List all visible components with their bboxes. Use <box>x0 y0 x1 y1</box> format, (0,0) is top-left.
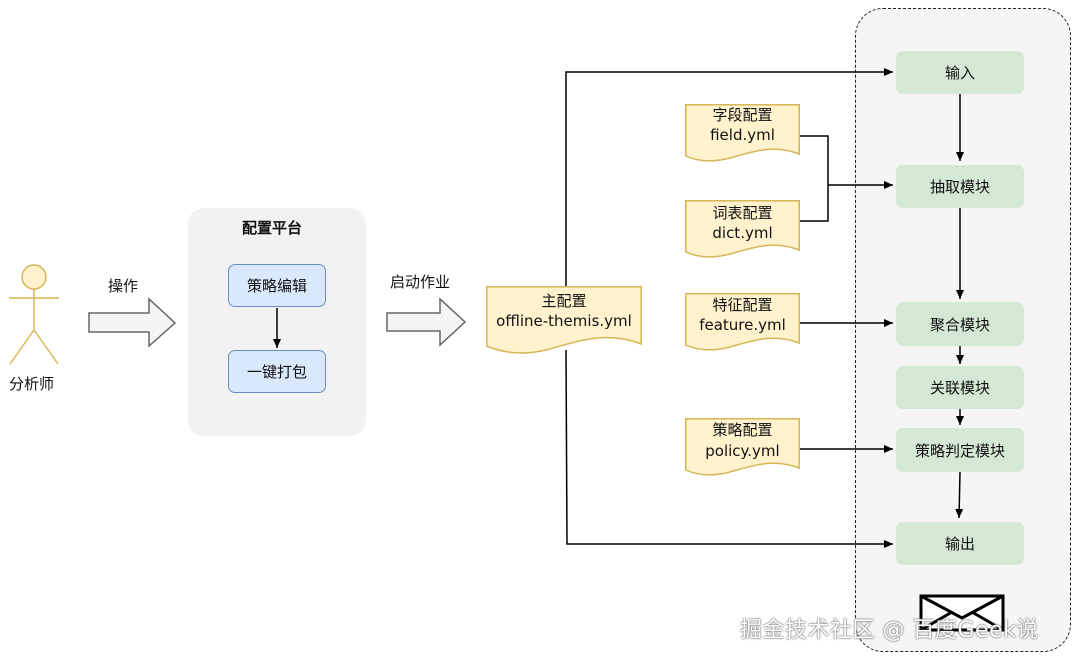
analyst-actor-icon <box>9 264 59 365</box>
start-job-block-arrow <box>386 297 467 347</box>
main-to-output-arrow <box>565 349 893 548</box>
feature-config-doc: 特征配置 feature.yml <box>685 293 800 351</box>
main-config-file: offline-themis.yml <box>496 312 632 330</box>
main-config-title: 主配置 <box>541 292 587 310</box>
extract-module: 抽取模块 <box>896 165 1024 208</box>
watermark: 掘金技术社区 @ 百度Geek说 <box>740 618 1039 643</box>
associate-module: 关联模块 <box>896 366 1024 409</box>
input-module: 输入 <box>896 51 1024 94</box>
feature-config-file: feature.yml <box>699 316 786 334</box>
strategy-edit-button[interactable]: 策略编辑 <box>228 264 326 307</box>
main-to-input-arrow <box>565 68 893 286</box>
start-job-label: 启动作业 <box>390 273 451 291</box>
actor-label: 分析师 <box>9 375 55 393</box>
platform-title: 配置平台 <box>242 219 303 237</box>
dict-config-title: 词表配置 <box>712 204 773 222</box>
output-module: 输出 <box>896 522 1024 565</box>
one-click-pack-button[interactable]: 一键打包 <box>228 350 326 393</box>
main-config-doc: 主配置 offline-themis.yml <box>486 286 642 354</box>
operate-block-arrow <box>88 297 177 348</box>
policy-config-title: 策略配置 <box>712 421 773 439</box>
feature-config-title: 特征配置 <box>712 296 773 314</box>
dict-config-file: dict.yml <box>712 224 773 242</box>
field-config-title: 字段配置 <box>712 106 773 124</box>
policy-config-file: policy.yml <box>705 442 780 460</box>
dict-config-doc: 词表配置 dict.yml <box>685 200 800 258</box>
field-config-doc: 字段配置 field.yml <box>685 104 800 162</box>
envelope-icon <box>919 594 1005 632</box>
policy-config-doc: 策略配置 policy.yml <box>685 418 800 476</box>
operate-label: 操作 <box>108 277 139 295</box>
aggregate-module: 聚合模块 <box>896 302 1024 346</box>
field-config-file: field.yml <box>710 126 775 144</box>
decision-module: 策略判定模块 <box>896 428 1024 472</box>
field-connector <box>800 135 829 222</box>
decision-to-output-arrow <box>955 471 964 519</box>
